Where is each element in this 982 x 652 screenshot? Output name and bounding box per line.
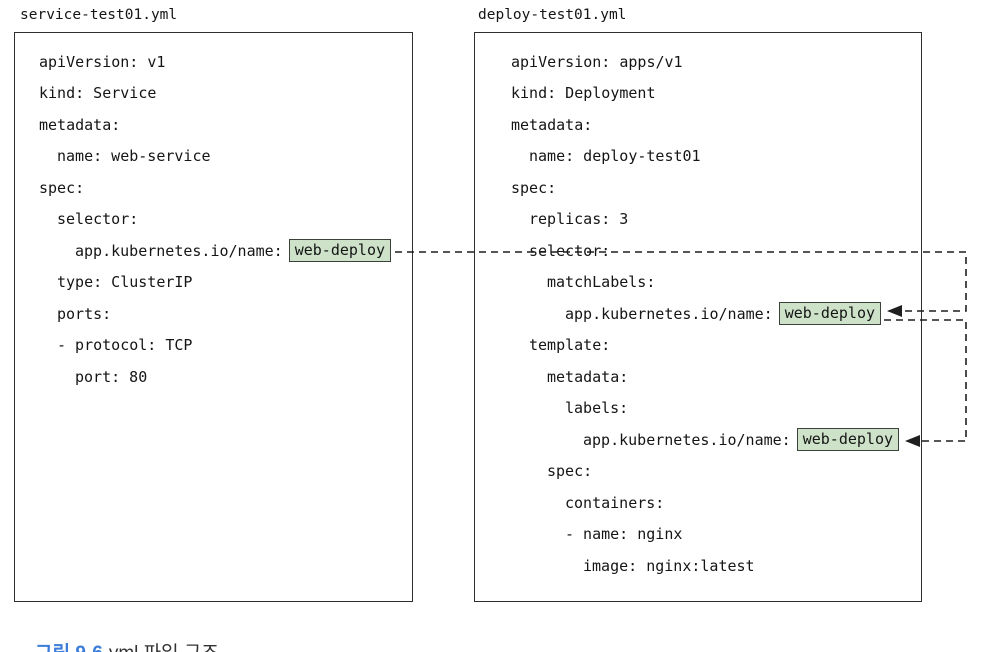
yaml-text: metadata: [547,367,629,386]
yaml-text: name: deploy-test01 [529,147,701,166]
deploy-yaml-box: apiVersion: apps/v1 kind: Deployment metad… [474,32,922,602]
yaml-text: name: web-service [57,147,211,166]
yaml-text: replicas: 3 [529,210,629,229]
file-title-deploy: deploy-test01.yml [478,7,627,23]
yaml-line: kind: Service [15,78,412,110]
yaml-text: spec: [511,178,557,197]
yaml-line: type: ClusterIP [15,267,412,299]
yaml-text: kind: Service [39,84,157,103]
yaml-line: labels: [475,393,921,425]
yaml-text: - protocol: TCP [57,336,193,355]
yaml-line: metadata: [15,109,412,141]
yaml-line: port: 80 [15,361,412,393]
yaml-line: metadata: [475,109,921,141]
yaml-text: template: [529,336,611,355]
yaml-text: metadata: [511,115,593,134]
yaml-text: matchLabels: [547,273,656,292]
yaml-line: replicas: 3 [475,204,921,236]
yaml-text: selector: [57,210,139,229]
yaml-line: - protocol: TCP [15,330,412,362]
yaml-text: spec: [547,462,593,481]
yaml-line: metadata: [475,361,921,393]
yaml-text: - name: nginx [565,525,683,544]
yaml-line: template: [475,330,921,362]
figure-caption-label: 그림 9-6 [35,643,103,652]
highlighted-label-value: web-deploy [778,302,882,326]
yaml-text: port: 80 [75,367,148,386]
yaml-line: matchLabels: [475,267,921,299]
file-title-service: service-test01.yml [20,7,178,23]
yaml-line: name: deploy-test01 [475,141,921,173]
yaml-text: image: nginx:latest [583,556,755,575]
yaml-text: app.kubernetes.io/name: [565,304,773,323]
yaml-line: selector: [475,235,921,267]
yaml-line: kind: Deployment [475,78,921,110]
yaml-text: apiVersion: v1 [39,52,166,71]
figure-caption: 그림 9-6 yml 파일 구조 [14,613,219,652]
yaml-text: app.kubernetes.io/name: [583,430,791,449]
yaml-line: app.kubernetes.io/name: web-deploy [475,298,921,330]
yaml-line: spec: [475,172,921,204]
highlighted-label-value: web-deploy [796,428,900,452]
yaml-text: spec: [39,178,85,197]
yaml-line: spec: [475,456,921,488]
yaml-text: metadata: [39,115,121,134]
yaml-text: type: ClusterIP [57,273,193,292]
yaml-line: selector: [15,204,412,236]
yaml-text: selector: [529,241,611,260]
figure-caption-text: yml 파일 구조 [109,643,219,652]
yaml-line: - name: nginx [475,519,921,551]
highlighted-label-value: web-deploy [288,239,392,263]
yaml-text: ports: [57,304,112,323]
yaml-text: apiVersion: apps/v1 [511,52,683,71]
yaml-line: ports: [15,298,412,330]
yaml-line: apiVersion: apps/v1 [475,46,921,78]
yaml-line: spec: [15,172,412,204]
yaml-line: app.kubernetes.io/name: web-deploy [475,424,921,456]
yaml-text: containers: [565,493,665,512]
service-yaml-box: apiVersion: v1 kind: Service metadata: name… [14,32,413,602]
yaml-line: app.kubernetes.io/name: web-deploy [15,235,412,267]
yaml-text: kind: Deployment [511,84,656,103]
yaml-line: containers: [475,487,921,519]
yaml-text: app.kubernetes.io/name: [75,241,283,260]
yaml-line: apiVersion: v1 [15,46,412,78]
yaml-text: labels: [565,399,629,418]
yaml-line: image: nginx:latest [475,550,921,582]
yaml-line: name: web-service [15,141,412,173]
